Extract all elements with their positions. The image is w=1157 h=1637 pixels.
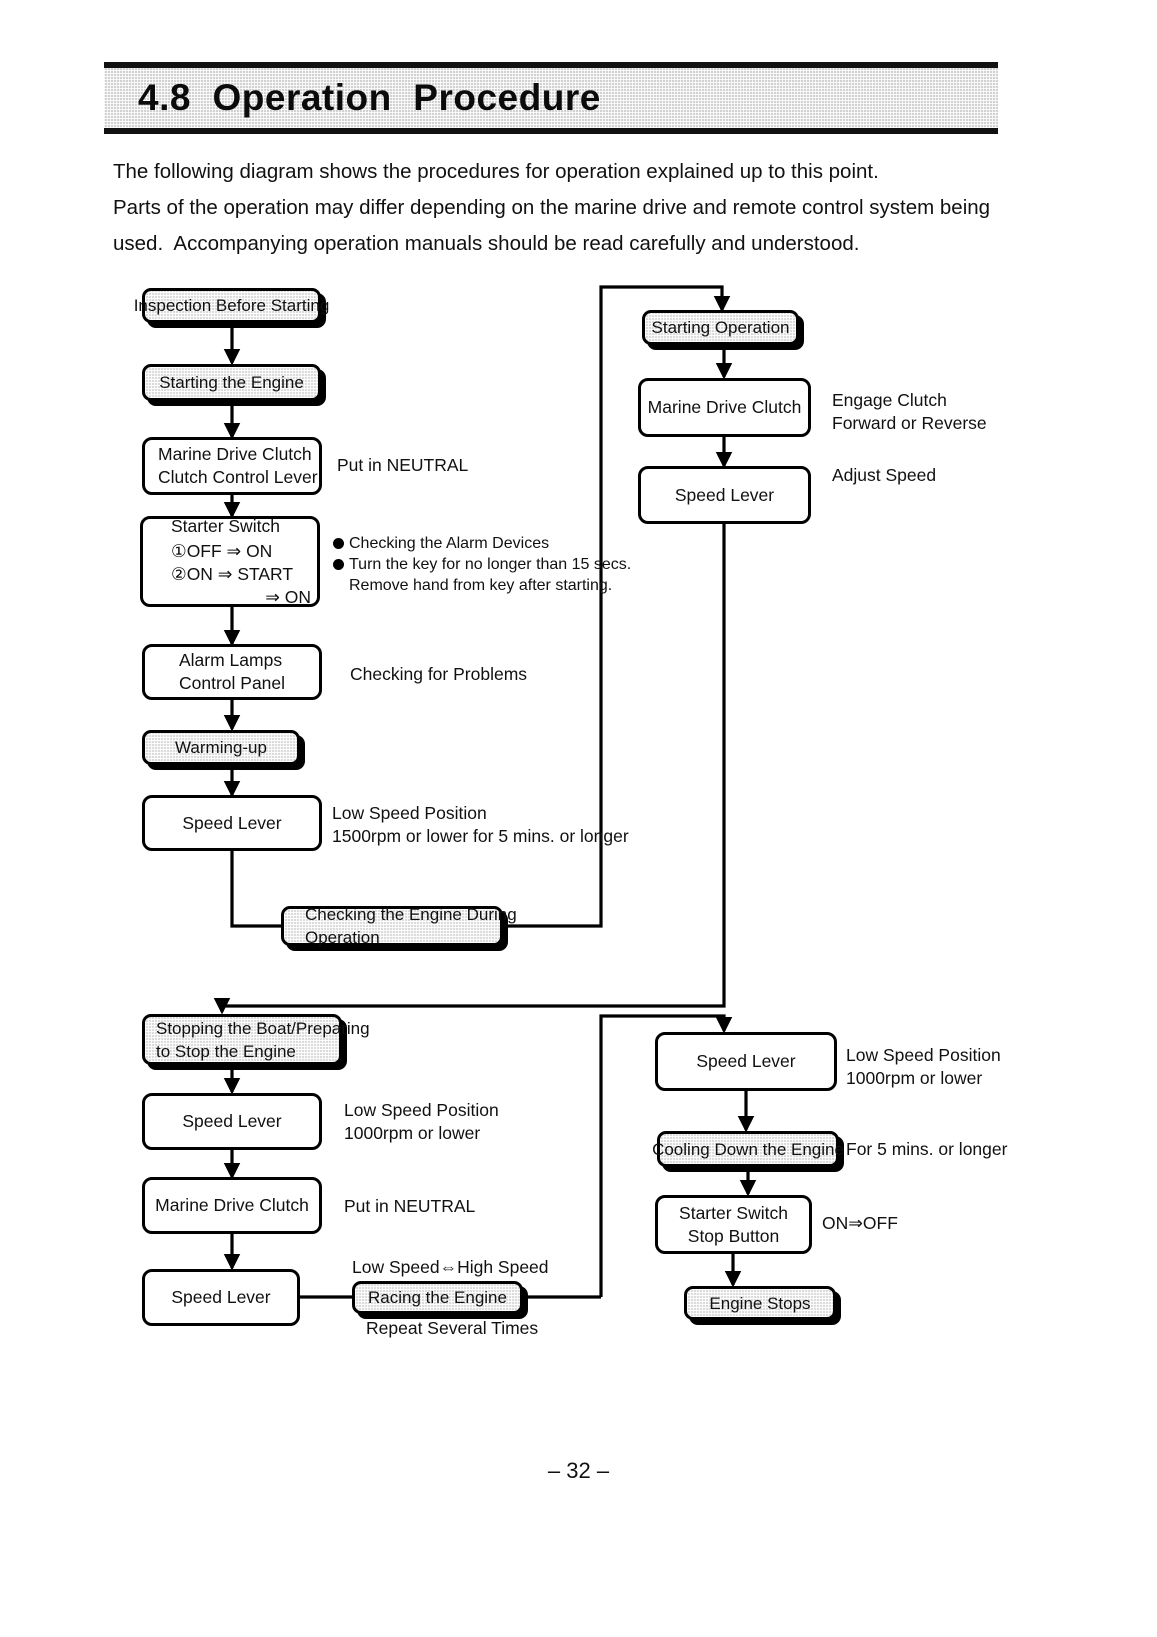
bullet-icon: [333, 559, 344, 570]
intro-line-3: used. Accompanying operation manuals sho…: [113, 232, 860, 255]
note-racing-low-high-speed: Low Speed⇔High Speed: [352, 1257, 549, 1277]
page-number: – 32 –: [547, 1458, 610, 1483]
note-adjust-speed: Adjust Speed: [832, 465, 937, 485]
note-put-in-neutral-1: Put in NEUTRAL: [337, 455, 469, 475]
node-starter-switch-stop-button[interactable]: Starter Switch Stop Button: [655, 1195, 812, 1254]
note-put-in-neutral-2: Put in NEUTRAL: [344, 1196, 476, 1216]
node-warming-up[interactable]: Warming-up: [142, 730, 300, 765]
node-speed-lever-slowdown[interactable]: Speed Lever: [142, 1093, 322, 1150]
section-header-band: 4.8 Operation Procedure: [104, 62, 998, 134]
node-checking-engine-during-operation[interactable]: Checking the Engine During Operation: [281, 905, 517, 947]
node-marine-drive-clutch-control-lever[interactable]: Marine Drive Clutch Clutch Control Lever: [142, 437, 322, 495]
page-title: 4.8 Operation Procedure: [138, 77, 601, 118]
note-engage-clutch: Engage Clutch Forward or Reverse: [832, 390, 987, 433]
note-checking-for-problems: Checking for Problems: [350, 664, 528, 684]
note-cooldown-speed: Low Speed Position 1000rpm or lower: [846, 1045, 1001, 1088]
note-slowdown-speed: Low Speed Position 1000rpm or lower: [344, 1100, 499, 1143]
node-engine-stops[interactable]: Engine Stops: [684, 1286, 836, 1320]
note-for-5-mins: For 5 mins. or longer: [846, 1139, 1008, 1159]
intro-line-2: Parts of the operation may differ depend…: [113, 196, 991, 219]
bullet-continuation: Remove hand from key after starting.: [349, 577, 613, 594]
note-warmup-speed: Low Speed Position 1500rpm or lower for …: [332, 803, 629, 846]
node-stopping-the-boat[interactable]: Stopping the Boat/Preparing to Stop the …: [142, 1014, 370, 1065]
node-starting-the-engine[interactable]: Starting the Engine: [142, 364, 321, 401]
node-marine-drive-clutch-engage[interactable]: Marine Drive Clutch: [638, 378, 811, 437]
node-marine-drive-clutch-neutral[interactable]: Marine Drive Clutch: [142, 1177, 322, 1234]
node-alarm-lamps-control-panel[interactable]: Alarm Lamps Control Panel: [142, 644, 322, 700]
note-starter-switch-bullets: Checking the Alarm Devices Turn the key …: [333, 533, 631, 596]
node-starting-operation[interactable]: Starting Operation: [642, 310, 799, 345]
node-starter-switch[interactable]: Starter Switch ①OFF ⇒ ON ②ON ⇒ START ⇒ O…: [140, 516, 320, 607]
intro-line-1: The following diagram shows the procedur…: [113, 160, 879, 183]
bullet-item: Turn the key for no longer than 15 secs.: [333, 554, 631, 575]
bullet-item: Checking the Alarm Devices: [333, 533, 631, 554]
node-speed-lever-warmup[interactable]: Speed Lever: [142, 795, 322, 851]
node-racing-the-engine[interactable]: Racing the Engine: [352, 1281, 523, 1314]
bullet-icon: [333, 538, 344, 549]
node-cooling-down-the-engine[interactable]: Cooling Down the Engine: [652, 1131, 844, 1167]
note-on-off: ON⇒OFF: [822, 1213, 898, 1233]
node-speed-lever-cooldown[interactable]: Speed Lever: [655, 1032, 837, 1091]
node-inspection-before-starting[interactable]: Inspection Before Starting: [134, 288, 329, 323]
node-speed-lever-racing[interactable]: Speed Lever: [142, 1269, 300, 1326]
note-repeat-several-times: Repeat Several Times: [366, 1318, 539, 1338]
node-speed-lever-adjust[interactable]: Speed Lever: [638, 466, 811, 524]
intro-paragraph: The following diagram shows the procedur…: [113, 157, 1013, 265]
